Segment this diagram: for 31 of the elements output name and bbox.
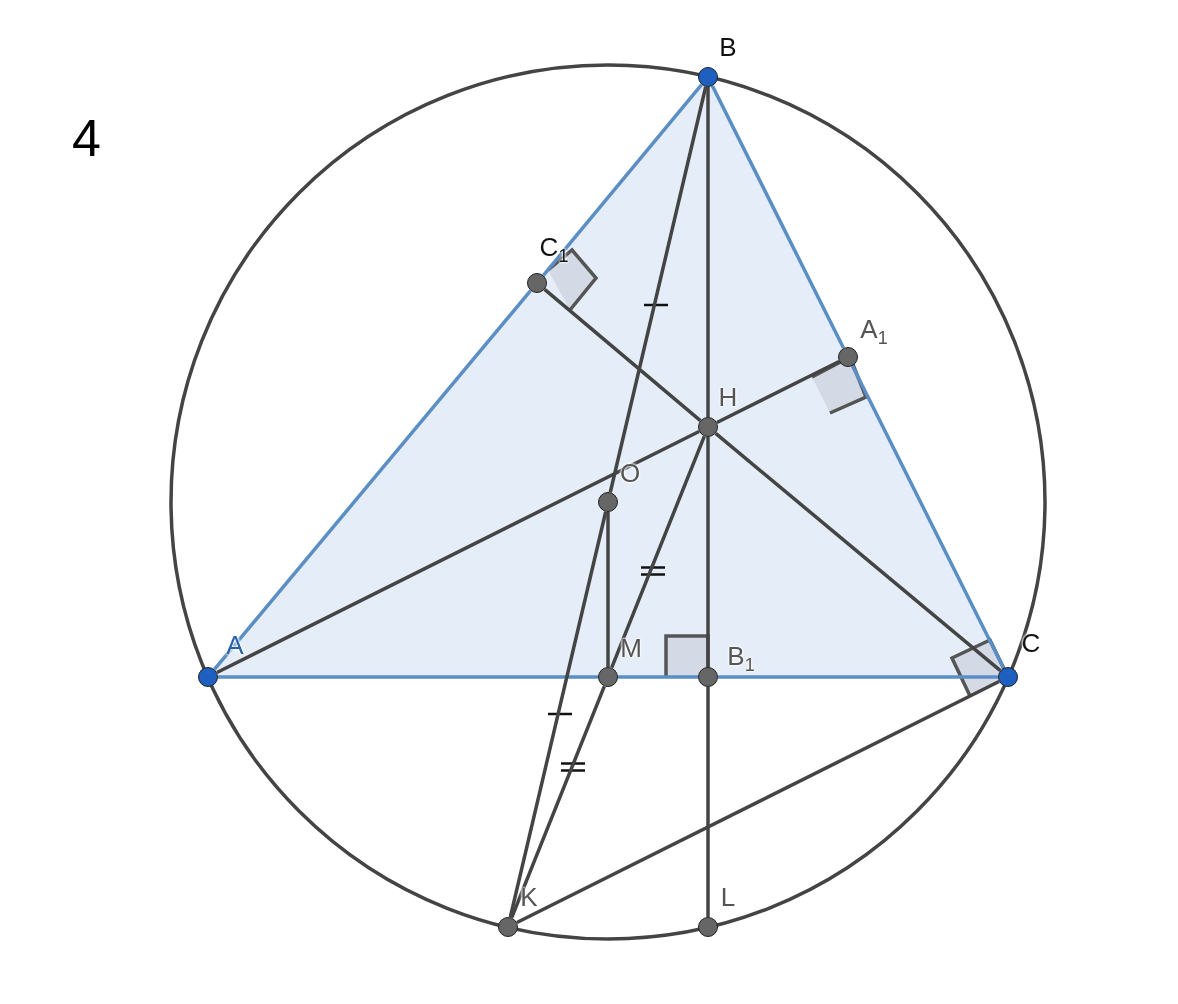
line-segment xyxy=(508,511,608,918)
figure-number: 4 xyxy=(72,112,101,164)
line-segment xyxy=(608,86,708,493)
point-label: C$_{1}$ xyxy=(539,233,569,265)
point-label: K xyxy=(520,884,538,910)
line-segment xyxy=(718,675,998,679)
point-label: H xyxy=(718,384,738,410)
line-segment xyxy=(218,675,598,679)
line-segment xyxy=(710,85,846,349)
line-segment xyxy=(216,429,700,675)
line-segment xyxy=(706,687,710,917)
line-segment xyxy=(610,435,706,669)
point-label: B xyxy=(719,34,737,60)
line-segment xyxy=(516,679,1000,925)
line-segment xyxy=(213,289,532,671)
point-label: A$_{1}$ xyxy=(860,315,888,347)
line-segment xyxy=(850,365,1006,669)
point-label: C xyxy=(1021,630,1041,656)
point-label: L xyxy=(720,884,736,910)
line-segment xyxy=(716,359,840,425)
line-segment xyxy=(706,87,710,417)
line-segment xyxy=(542,83,703,277)
point-label: M xyxy=(620,635,642,661)
line-segment xyxy=(714,432,1002,672)
line-segment xyxy=(606,512,610,667)
point-label: O xyxy=(619,460,641,486)
point-label: B$_{1}$ xyxy=(727,642,755,674)
line-segment xyxy=(543,288,702,422)
line-segment xyxy=(618,675,698,679)
line-segment xyxy=(706,437,710,667)
line-segment xyxy=(510,685,606,919)
